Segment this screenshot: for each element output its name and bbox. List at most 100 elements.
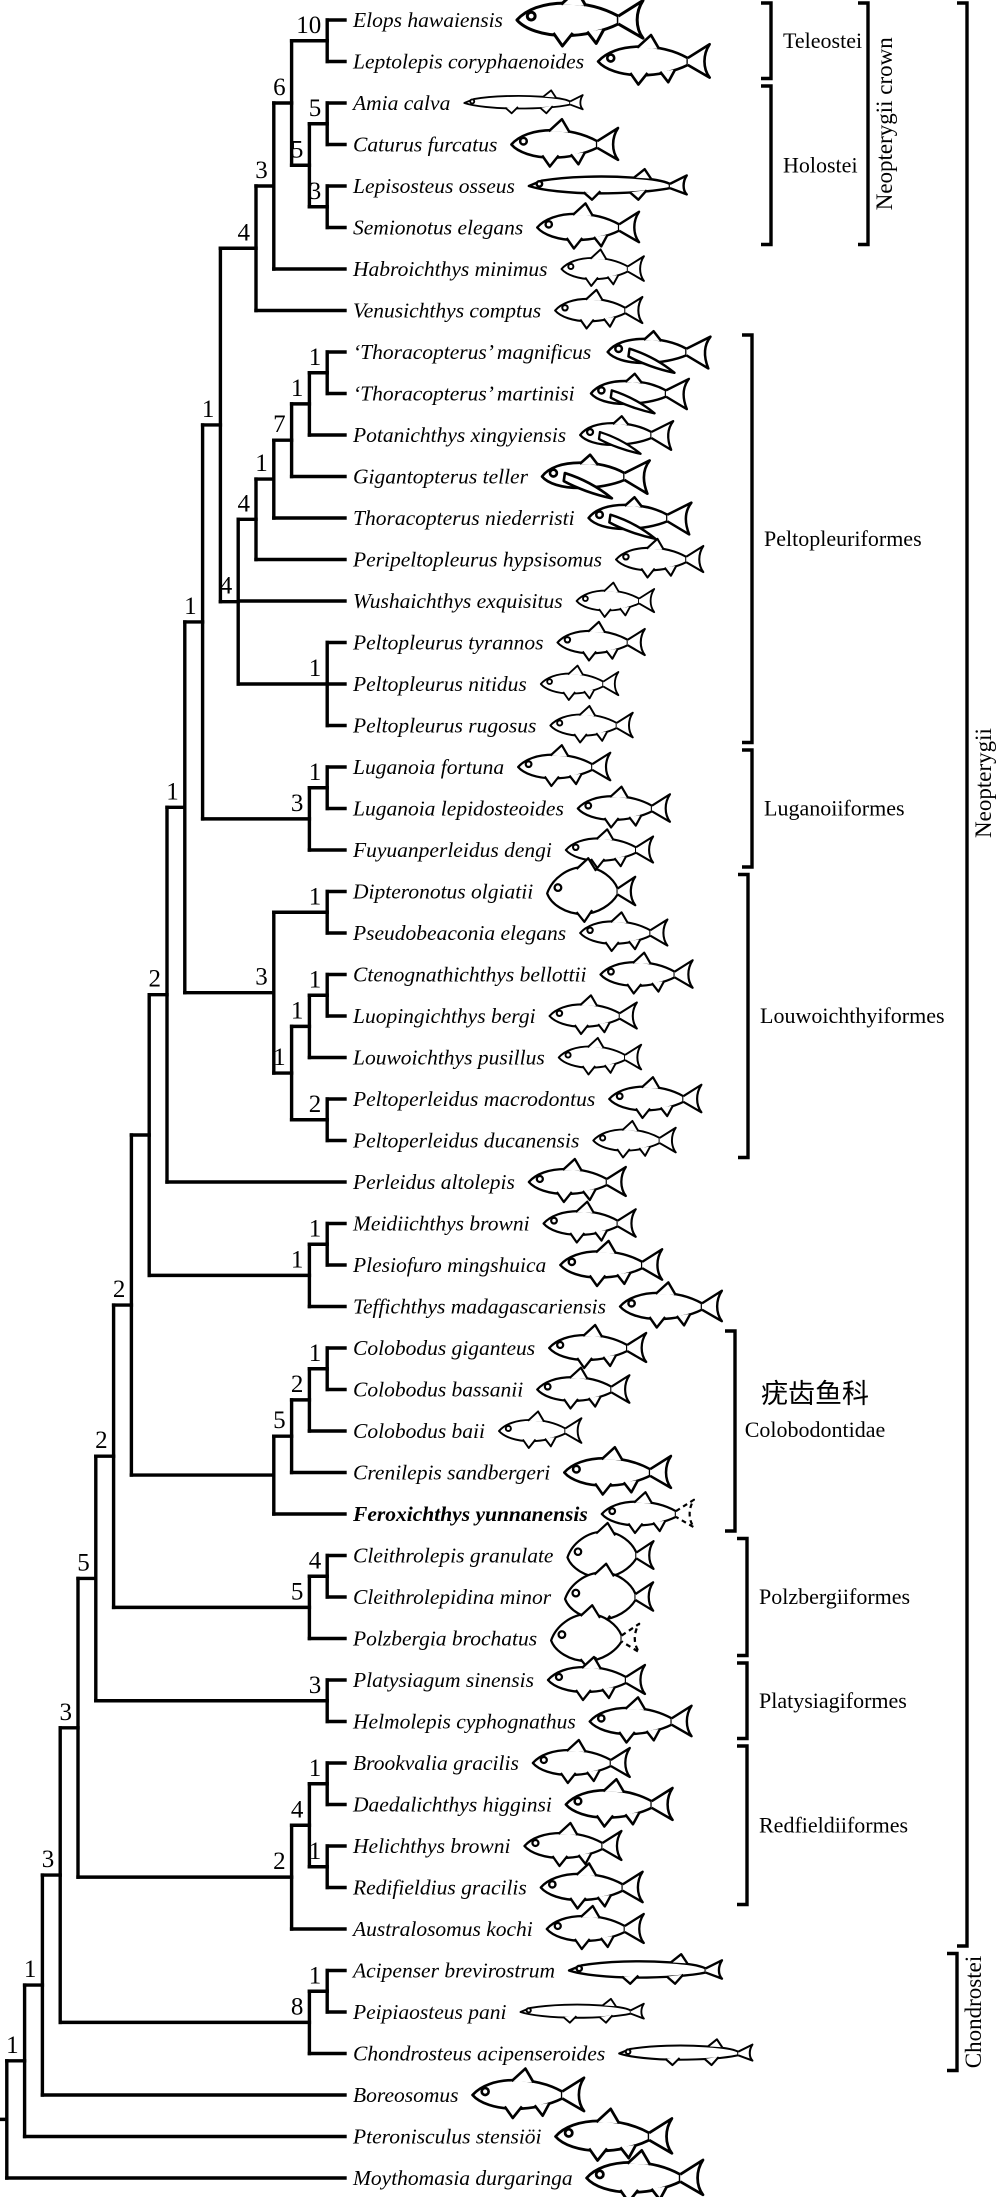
clade-bracket: [947, 1951, 959, 2073]
taxon-label: Cleithrolepis granulate: [353, 1544, 554, 1568]
taxon-label: Gigantopterus teller: [353, 465, 529, 489]
taxon-label: Luganoia lepidosteoides: [352, 797, 564, 821]
support-value: 3: [291, 790, 304, 817]
fusiform-fish-icon: [554, 2107, 674, 2162]
clade-label: Platysiagiformes: [759, 1688, 907, 1713]
fusiform-fish-icon: [575, 581, 656, 618]
fusiform-fish-icon: [548, 1323, 648, 1370]
taxon-label: Luganoia fortuna: [352, 755, 504, 779]
taxon-label: Pseudobeaconia elegans: [352, 921, 566, 945]
clade-bracket: [742, 333, 754, 745]
support-value: 3: [42, 1846, 55, 1873]
fusiform-fish-icon: [560, 248, 645, 287]
taxon-label: Amia calva: [351, 91, 450, 115]
taxon-label: Australosomus kochi: [351, 1917, 533, 1941]
taxon-label: Plesiofuro mingshuica: [352, 1253, 546, 1277]
fusiform-fish-icon: [596, 33, 711, 86]
taxon-label: Teffichthys madagascariensis: [353, 1295, 606, 1319]
fusiform-fish-icon: [517, 744, 612, 788]
taxon-label: Daedalichthys higginsi: [352, 1793, 552, 1817]
fusiform-fish-icon: [546, 1655, 647, 1702]
fusiform-fish-icon: [556, 620, 646, 662]
fusiform-fish-icon: [608, 1076, 703, 1120]
support-value: 3: [309, 178, 322, 205]
taxon-label: Ctenognathichthys bellottii: [353, 963, 587, 987]
taxon-label: Colobodus giganteus: [353, 1336, 535, 1360]
fusiform-fish-icon: [614, 537, 705, 579]
support-value: 4: [309, 1547, 322, 1574]
support-value: 6: [273, 74, 286, 101]
taxon-label: Meidiichthys browni: [352, 1212, 530, 1236]
support-value: 4: [238, 219, 251, 246]
fusiform-fish-icon: [588, 1696, 693, 1744]
support-value: 1: [309, 883, 322, 910]
fusiform-fish-icon: [600, 1491, 696, 1535]
taxon-label: Perleidus altolepis: [352, 1170, 515, 1194]
support-value: 1: [291, 1246, 304, 1273]
support-value: 1: [309, 966, 322, 993]
fusiform-fish-icon: [471, 2067, 586, 2120]
support-value: 1: [273, 1044, 286, 1071]
taxon-label: Redifieldius gracilis: [352, 1876, 527, 1900]
fusiform-fish-icon: [576, 785, 672, 829]
clade-bracket: [725, 1329, 737, 1533]
support-value: 1: [6, 2032, 19, 2059]
support-value: 3: [255, 157, 268, 184]
fusiform-fish-icon: [563, 1445, 673, 1496]
long-fish-icon: [463, 89, 584, 115]
clade-bracket: [738, 872, 750, 1160]
support-value: 4: [291, 1796, 304, 1823]
taxon-label: Pteronisculus stensiöi: [352, 2125, 542, 2149]
taxon-label: Chondrosteus acipenseroides: [353, 2042, 605, 2066]
support-value: 1: [309, 1340, 322, 1367]
support-value: 2: [309, 1091, 322, 1118]
fusiform-fish-icon: [535, 202, 641, 250]
fusiform-fish-icon: [564, 828, 655, 870]
support-value: 5: [273, 1407, 286, 1434]
long-fish-icon: [567, 1953, 724, 1985]
support-value: 1: [309, 1755, 322, 1782]
taxon-label: Acipenser brevirostrum: [351, 1959, 555, 1983]
support-value: 1: [309, 344, 322, 371]
clade-label: Peltopleuriformes: [764, 526, 922, 551]
support-value: 2: [113, 1276, 126, 1303]
taxon-label: Feroxichthys yunnanensis: [352, 1502, 588, 1526]
clade-bracket: [761, 1, 773, 81]
taxon-label: Thoracopterus niederristi: [353, 506, 575, 530]
support-value: 8: [291, 1993, 304, 2020]
support-value: 3: [60, 1699, 73, 1726]
taxon-label: Colobodus bassanii: [353, 1378, 523, 1402]
support-value: 1: [255, 450, 268, 477]
clade-label: Teleostei: [783, 28, 862, 53]
support-value: 1: [309, 1962, 322, 1989]
clade-bracket: [737, 1661, 749, 1741]
support-value: 3: [255, 964, 268, 991]
clade-label: Louwoichthyiformes: [760, 1003, 945, 1028]
support-value: 7: [273, 411, 286, 438]
support-value: 2: [273, 1848, 286, 1875]
taxon-label: Fuyuanperleidus dengi: [352, 838, 552, 862]
long-fish-icon: [618, 2038, 754, 2067]
taxon-label: Potanichthys xingyiensis: [352, 423, 566, 447]
support-value: 3: [309, 1672, 322, 1699]
support-value: 1: [291, 997, 304, 1024]
deep-fish-icon: [546, 857, 637, 923]
support-value: 5: [309, 95, 322, 122]
fusiform-fish-icon: [531, 1738, 631, 1785]
clade-label: Luganoiiformes: [764, 796, 905, 821]
support-value: 1: [24, 1956, 37, 1983]
taxon-label: Peltoperleidus macrodontus: [352, 1087, 595, 1111]
support-value: 1: [184, 593, 197, 620]
clade-label: Chondrostei: [961, 1956, 986, 2068]
taxon-label: Colobodus baii: [353, 1419, 485, 1443]
taxon-label: Lepisosteus osseus: [352, 174, 515, 198]
clade-label: Holostei: [783, 152, 858, 177]
fusiform-fish-icon: [549, 704, 634, 744]
fusiform-fish-icon: [554, 288, 644, 330]
clade-label: Polzbergiiformes: [759, 1584, 910, 1609]
taxon-label: Luopingichthys bergi: [352, 1004, 536, 1028]
fusiform-fish-icon: [539, 1862, 644, 1910]
taxon-label: Peltopleurus tyrannos: [352, 631, 544, 655]
clade-bracket: [742, 748, 754, 869]
